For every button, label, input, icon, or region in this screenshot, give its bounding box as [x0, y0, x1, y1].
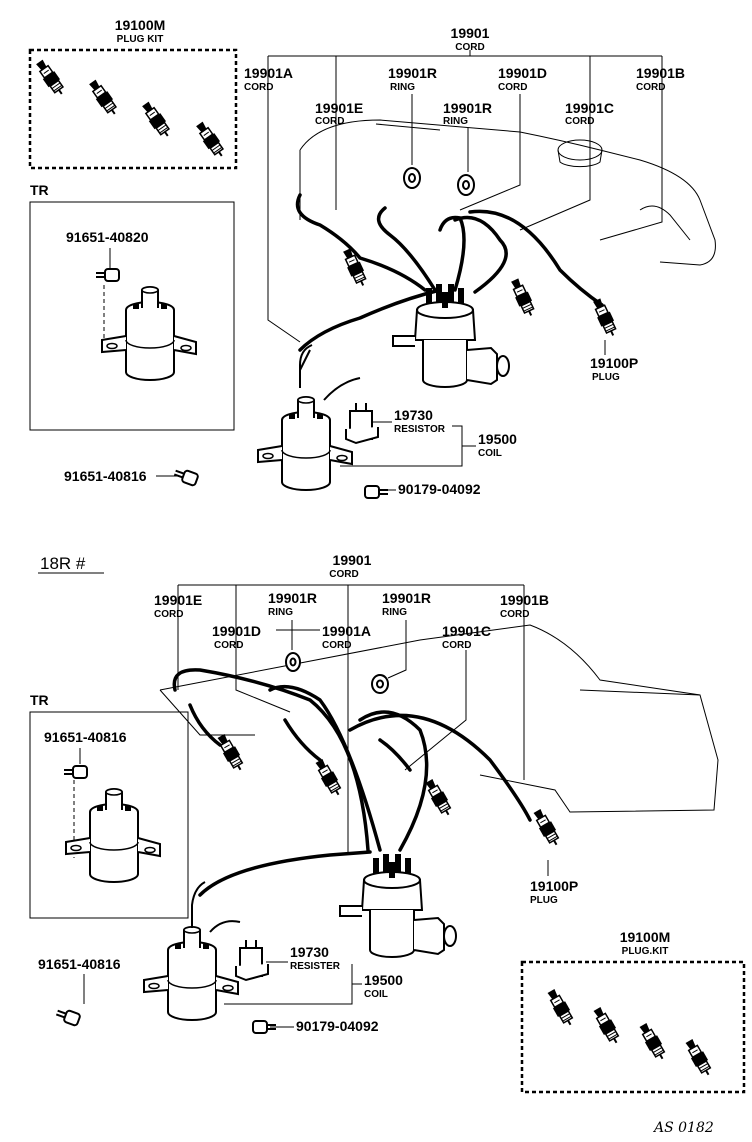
resistor-label-bottom: RESISTER: [290, 961, 341, 972]
cord-e-number-top: 19901E: [315, 100, 363, 116]
ignition-cords-top: [295, 193, 604, 371]
plug-kit-box-bottom: [520, 960, 746, 1094]
spark-plugs-kit-top: [32, 56, 229, 161]
tr-coil-top: [101, 286, 197, 381]
ring-2-number-bottom: 19901R: [382, 590, 431, 606]
bolt-label-bottom: 91651-40816: [38, 956, 121, 972]
cord-b-number-bottom: 19901B: [500, 592, 549, 608]
resistor-label-top: RESISTOR: [394, 424, 446, 435]
plug-kit-box-top: [28, 48, 238, 170]
ignition-cords-bottom: [172, 668, 532, 897]
ignition-coil-top: [257, 396, 353, 491]
cord-b-label-bottom: CORD: [500, 609, 529, 620]
cord-d-number-bottom: 19901D: [212, 623, 261, 639]
tr-label-top: TR: [30, 182, 49, 198]
ring-2-number-top: 19901R: [443, 100, 492, 116]
cord-main-label-top: CORD: [455, 42, 484, 53]
cord-a-number-top: 19901A: [244, 65, 293, 81]
distributor-bottom: [340, 854, 456, 957]
tr-bolt-label-top: 91651-40820: [66, 229, 149, 245]
cord-c-label-bottom: CORD: [442, 640, 471, 651]
cord-a-label-bottom: CORD: [322, 640, 351, 651]
ring-1-number-bottom: 19901R: [268, 590, 317, 606]
bolt-bottom: [53, 1005, 82, 1028]
resistor-bottom: [235, 939, 269, 981]
resistor-top: [345, 402, 379, 444]
coil-number-bottom: 19500: [364, 972, 403, 988]
plug-kit-number-top: 19100M: [115, 17, 166, 33]
plug-kit-label-bottom: PLUG.KIT: [622, 946, 669, 957]
section-label-18r: 18R #: [40, 554, 86, 573]
ring-2-label-bottom: RING: [382, 607, 407, 618]
tr-bolt-top: [95, 268, 120, 282]
resistor-number-top: 19730: [394, 407, 433, 423]
ring-1-number-top: 19901R: [388, 65, 437, 81]
resistor-number-bottom: 19730: [290, 944, 329, 960]
cord-d-number-top: 19901D: [498, 65, 547, 81]
cord-c-number-top: 19901C: [565, 100, 614, 116]
plug-number-top: 19100P: [590, 355, 638, 371]
cord-b-number-top: 19901B: [636, 65, 685, 81]
tr-box-bottom: [29, 711, 189, 919]
cord-e-label-top: CORD: [315, 116, 344, 127]
tr-bolt-bottom: [63, 765, 88, 779]
tr-coil-bottom: [65, 788, 161, 883]
cord-e-number-bottom: 19901E: [154, 592, 202, 608]
bolt-label-top: 91651-40816: [64, 468, 147, 484]
tr-label-bottom: TR: [30, 692, 49, 708]
cord-d-label-bottom: CORD: [214, 640, 243, 651]
cord-b-label-top: CORD: [636, 82, 665, 93]
coil-label-top: COIL: [478, 448, 502, 459]
plug-kit-number-bottom: 19100M: [620, 929, 671, 945]
cord-main-number-top: 19901: [451, 25, 490, 41]
nut-label-top: 90179-04092: [398, 481, 481, 497]
plug-label-bottom: PLUG: [530, 895, 558, 906]
ring-1-label-top: RING: [390, 82, 415, 93]
plug-kit-label-top: PLUG KIT: [117, 34, 164, 45]
coil-label-bottom: COIL: [364, 989, 388, 1000]
spark-plugs-kit-bottom: [543, 986, 716, 1080]
plug-number-bottom: 19100P: [530, 878, 578, 894]
cord-c-label-top: CORD: [565, 116, 594, 127]
plug-label-top: PLUG: [592, 372, 620, 383]
drawing-code: AS 0182: [652, 1120, 714, 1136]
cord-main-number-bottom: 19901: [333, 552, 372, 568]
tr-box-top: [29, 201, 235, 431]
cord-c-number-bottom: 19901C: [442, 623, 491, 639]
nut-top: [364, 485, 389, 499]
nut-label-bottom: 90179-04092: [296, 1018, 379, 1034]
cord-d-label-top: CORD: [498, 82, 527, 93]
cord-a-label-top: CORD: [244, 82, 273, 93]
tr-bolt-label-bottom: 91651-40816: [44, 729, 127, 745]
ring-2-label-top: RING: [443, 116, 468, 127]
coil-number-top: 19500: [478, 431, 517, 447]
ignition-coil-bottom: [143, 926, 239, 1021]
cord-e-label-bottom: CORD: [154, 609, 183, 620]
cord-a-number-bottom: 19901A: [322, 623, 371, 639]
engine-outline-bottom: [159, 624, 719, 813]
engine-outline-top: [299, 119, 716, 266]
ring-1-label-bottom: RING: [268, 607, 293, 618]
cord-main-label-bottom: CORD: [329, 569, 358, 580]
